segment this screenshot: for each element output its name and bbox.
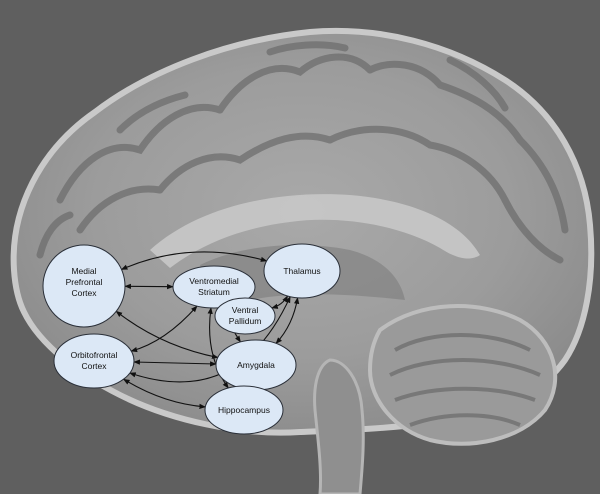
node-label-line: Pallidum [229, 316, 262, 326]
node-label-line: Prefrontal [66, 277, 103, 287]
arrow-ofc-hip [123, 378, 206, 410]
arrow-hip-vms [207, 307, 229, 389]
node-thalamus: Thalamus [263, 243, 341, 299]
arrow-mpfc-thal [120, 251, 268, 271]
node-label-line: Thalamus [283, 266, 320, 276]
node-label-line: Amygdala [237, 360, 275, 370]
node-shape [263, 243, 341, 299]
node-label: Amygdala [237, 360, 275, 370]
node-label-line: Ventromedial [189, 276, 239, 286]
node-label-line: Cortex [81, 361, 107, 371]
node-amygdala: Amygdala [215, 339, 297, 391]
node-shape [53, 333, 135, 389]
node-label-line: Orbitofrontal [71, 350, 118, 360]
node-label-line: Medial [71, 266, 96, 276]
node-shape [214, 297, 276, 335]
node-label: Thalamus [283, 266, 320, 276]
node-hippocampus: Hippocampus [204, 385, 284, 435]
node-label: Hippocampus [218, 405, 270, 415]
node-shape [172, 265, 256, 309]
node-label-line: Cortex [71, 288, 97, 298]
node-label-line: Ventral [232, 305, 259, 315]
node-shape [42, 244, 126, 328]
node-label-line: Hippocampus [218, 405, 270, 415]
node-shape [204, 385, 284, 435]
node-label-line: Striatum [198, 287, 230, 297]
